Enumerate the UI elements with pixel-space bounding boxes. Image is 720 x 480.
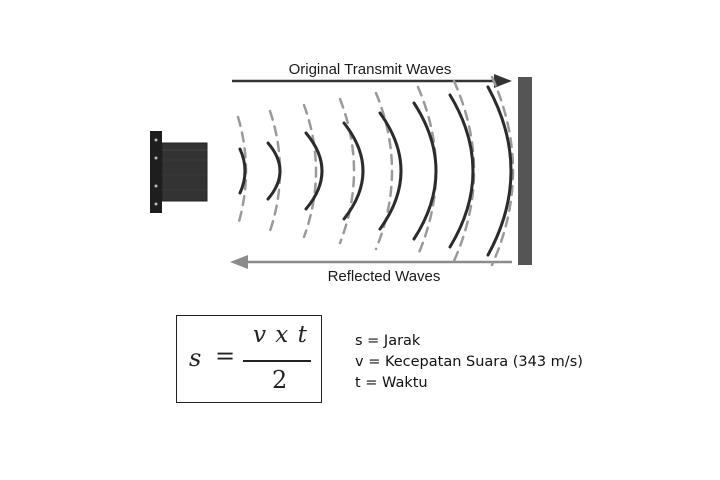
variable-legend: s = Jarak v = Kecepatan Suara (343 m/s) … bbox=[355, 331, 583, 394]
transmit-wave-arc bbox=[342, 121, 365, 221]
transmit-wave-arc bbox=[412, 101, 438, 241]
transmit-wave-arc bbox=[486, 85, 513, 257]
transmit-wave-arc bbox=[378, 111, 403, 231]
transmit-label: Original Transmit Waves bbox=[289, 61, 452, 78]
legend-item-waktu: t = Waktu bbox=[355, 375, 428, 391]
reflected-wave-arc bbox=[452, 79, 476, 263]
reflected-wave-arc bbox=[302, 103, 318, 239]
reflected-wave-arc bbox=[338, 97, 356, 245]
reflected-wave-arc bbox=[374, 91, 394, 251]
fraction-bar bbox=[243, 360, 311, 362]
formula-equals: = bbox=[215, 342, 236, 370]
transmit-wave-arc bbox=[238, 147, 247, 195]
formula-numerator: v x t bbox=[253, 322, 308, 348]
ultrasonic-diagram: Original Transmit Waves Reflected Waves bbox=[150, 61, 532, 285]
legend-item-jarak: s = Jarak bbox=[355, 333, 421, 349]
transmit-wave-arc bbox=[304, 131, 324, 211]
reflected-wave-arc bbox=[490, 75, 515, 267]
reflecting-wall bbox=[518, 77, 532, 265]
reflected-label: Reflected Waves bbox=[328, 268, 441, 285]
ultrasonic-sensor bbox=[150, 131, 208, 213]
distance-formula: s = v x t 2 bbox=[176, 315, 322, 403]
sound-waves bbox=[236, 75, 515, 267]
reflected-arrow-head bbox=[230, 255, 248, 269]
formula-denominator: 2 bbox=[272, 366, 288, 394]
legend-item-kecepatan: v = Kecepatan Suara (343 m/s) bbox=[355, 354, 583, 370]
transmit-wave-arc bbox=[448, 93, 475, 249]
transmit-arrow-head bbox=[494, 74, 512, 88]
transmit-wave-arc bbox=[266, 141, 282, 201]
formula-lhs: s bbox=[189, 344, 202, 372]
